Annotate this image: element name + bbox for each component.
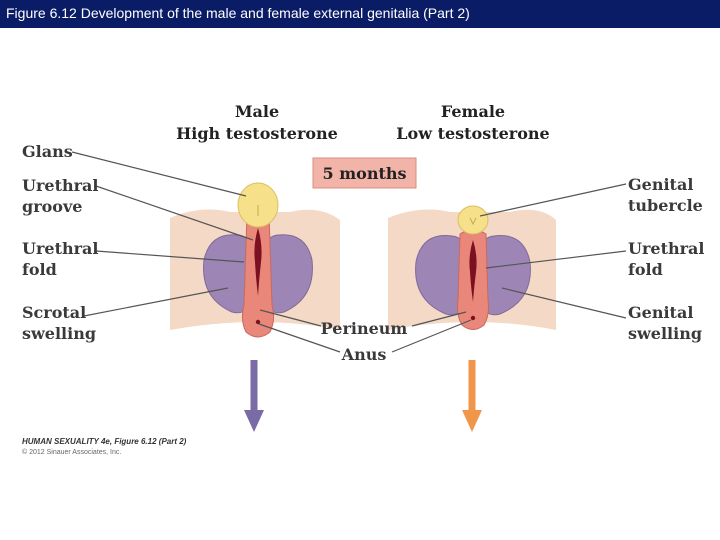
leader-perineum-female bbox=[411, 311, 467, 327]
female-genital-tubercle bbox=[457, 205, 489, 235]
figure-title: Figure 6.12 Development of the male and … bbox=[6, 5, 470, 21]
female-illustration bbox=[388, 205, 556, 330]
label-anus: Anus bbox=[341, 345, 387, 364]
leader-genital-tubercle bbox=[479, 183, 627, 217]
stage-label: 5 months bbox=[323, 164, 407, 183]
stage-box bbox=[312, 157, 417, 189]
female-anus-mark bbox=[470, 315, 476, 321]
credit-line-1: HUMAN SEXUALITY 4e, Figure 6.12 (Part 2) bbox=[22, 437, 187, 446]
leader-genital-swelling bbox=[501, 287, 627, 319]
male-illustration bbox=[170, 182, 340, 338]
female-heading: Female bbox=[441, 102, 505, 121]
male-arrow bbox=[244, 360, 264, 432]
label-genital-swelling-1: Genital bbox=[628, 303, 693, 322]
leader-urethral-fold-right bbox=[485, 250, 627, 269]
label-scrotal-swelling-2: swelling bbox=[22, 324, 96, 343]
male-arrow-shaft bbox=[250, 360, 258, 412]
male-urethral-groove bbox=[254, 228, 262, 296]
leader-anus-female bbox=[391, 319, 472, 353]
female-arrow-shaft bbox=[468, 360, 476, 412]
label-urethral-groove-1: Urethral bbox=[22, 176, 98, 195]
female-urethral-groove bbox=[469, 240, 477, 302]
leader-perineum-male bbox=[259, 309, 322, 327]
leader-lines bbox=[71, 151, 627, 353]
female-arrow bbox=[462, 360, 482, 432]
diagram-figure: Male High testosterone Female Low testos… bbox=[22, 102, 704, 456]
leader-urethral-fold-left bbox=[95, 250, 245, 263]
label-genital-tubercle-2: tubercle bbox=[628, 196, 703, 215]
label-perineum: Perineum bbox=[321, 319, 408, 338]
male-arrow-head bbox=[244, 410, 264, 432]
title-bar: Figure 6.12 Development of the male and … bbox=[0, 0, 720, 28]
female-arrow-head bbox=[462, 410, 482, 432]
label-genital-swelling-2: swelling bbox=[628, 324, 702, 343]
male-heading: Male bbox=[235, 102, 279, 121]
female-tubercle-mark bbox=[469, 217, 477, 226]
credit-line-2: © 2012 Sinauer Associates, Inc. bbox=[22, 448, 121, 456]
label-urethral-fold-right-1: Urethral bbox=[628, 239, 704, 258]
leader-scrotal-swelling bbox=[83, 287, 229, 317]
leader-urethral-groove bbox=[95, 185, 254, 241]
label-urethral-fold-right-2: fold bbox=[628, 260, 663, 279]
label-scrotal-swelling-1: Scrotal bbox=[22, 303, 86, 322]
female-subheading: Low testosterone bbox=[396, 124, 549, 143]
label-glans: Glans bbox=[22, 142, 73, 161]
label-genital-tubercle-1: Genital bbox=[628, 175, 693, 194]
leader-glans bbox=[71, 151, 247, 197]
male-anus-mark bbox=[255, 319, 261, 325]
male-subheading: High testosterone bbox=[176, 124, 338, 143]
label-urethral-groove-2: groove bbox=[22, 197, 82, 216]
label-urethral-fold-left-2: fold bbox=[22, 260, 57, 279]
leader-anus-male bbox=[258, 323, 341, 353]
label-urethral-fold-left-1: Urethral bbox=[22, 239, 98, 258]
